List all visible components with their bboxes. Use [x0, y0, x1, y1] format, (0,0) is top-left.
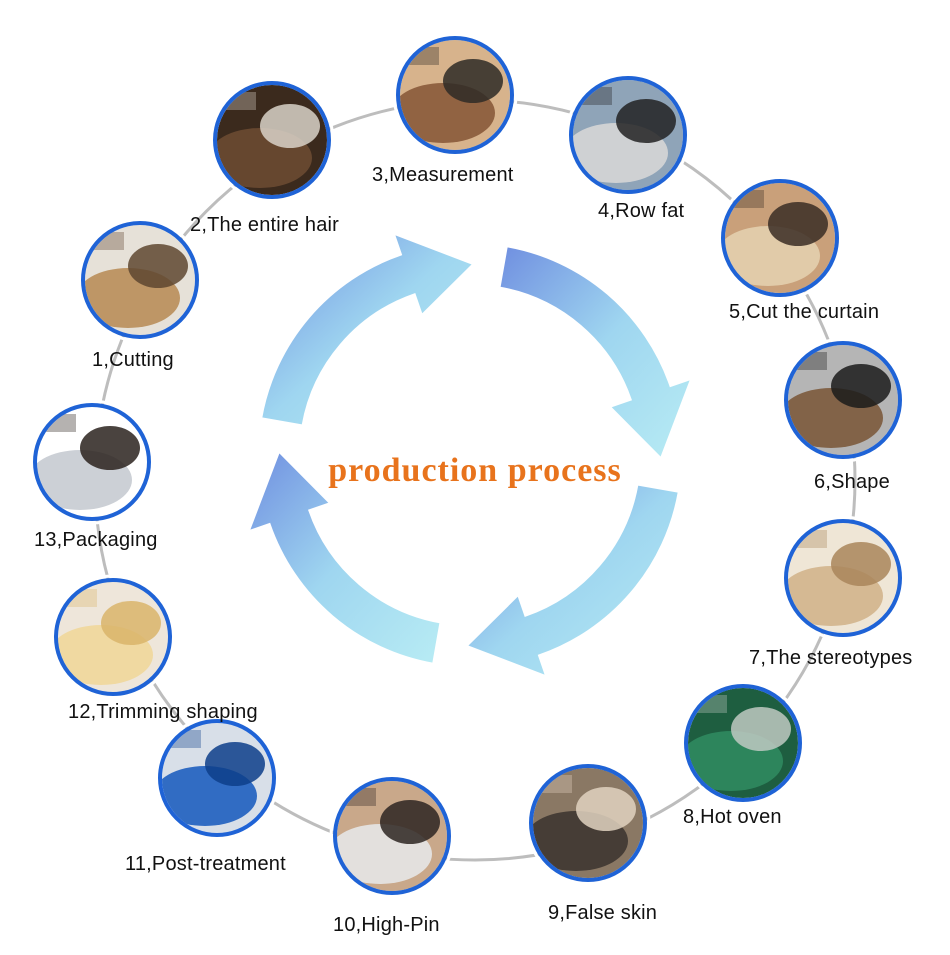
cycle-arrow-2	[498, 245, 693, 461]
step-12-photo-blonde-wig	[50, 574, 176, 700]
step-10-photo-hand-tying	[329, 773, 455, 899]
cycle-arrow-4	[247, 449, 442, 665]
step-5-photo-hair-weft	[717, 175, 843, 301]
step-2-label: 2,The entire hair	[190, 214, 340, 236]
cycle-arrow-3	[464, 483, 680, 678]
step-7-photo-paper-rolls	[780, 515, 906, 641]
step-11-label: 11,Post-treatment	[125, 853, 286, 875]
step-9-label: 9,False skin	[548, 902, 658, 924]
step-7-label: 7,The stereotypes	[749, 647, 913, 669]
cycle-arrows	[247, 232, 693, 678]
step-11-photo-blue-barrel	[154, 715, 280, 841]
step-4-label: 4,Row fat	[598, 200, 685, 222]
step-12-label: 12,Trimming shaping	[68, 701, 258, 723]
step-2-photo-hair-comb	[209, 77, 335, 203]
diagram-title: production process	[328, 452, 622, 489]
step-10-label: 10,High-Pin	[333, 914, 440, 936]
step-8-photo-green-oven	[680, 680, 806, 806]
step-6-label: 6,Shape	[814, 471, 890, 493]
step-1-photo-cutting-machine	[77, 217, 203, 343]
step-13-label: 13,Packaging	[34, 529, 158, 551]
step-9-photo-sewing-skin	[525, 760, 651, 886]
step-5-label: 5,Cut the curtain	[729, 301, 880, 323]
step-6-photo-press-machine	[780, 337, 906, 463]
step-3-label: 3,Measurement	[372, 164, 514, 186]
cycle-arrow-1	[260, 232, 476, 427]
step-photos	[29, 32, 906, 899]
step-3-photo-weighing-scale	[392, 32, 518, 158]
step-13-photo-packaged-hair	[29, 399, 155, 525]
step-1-label: 1,Cutting	[92, 349, 174, 371]
step-8-label: 8,Hot oven	[683, 806, 782, 828]
step-4-photo-sewing-machines	[565, 72, 691, 198]
